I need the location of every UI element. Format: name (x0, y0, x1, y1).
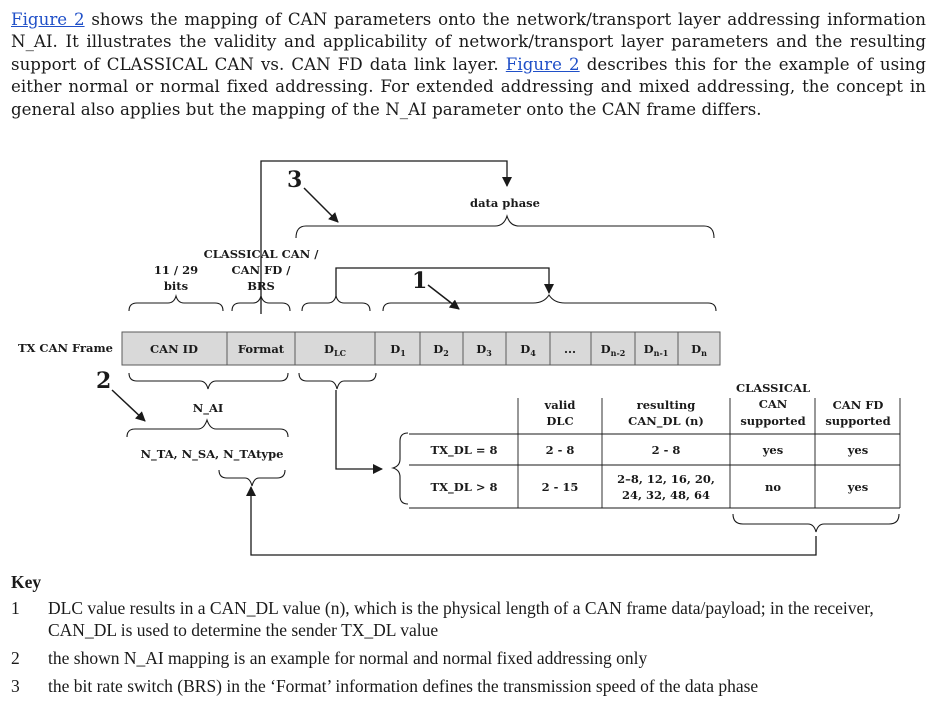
intro-text-2: describes this for the example of using … (11, 54, 926, 119)
data-phase-brace (295, 214, 715, 239)
row2-can-dl-line1: 2–8, 12, 16, 20, (617, 472, 715, 486)
row2-valid-dlc: 2 - 15 (542, 480, 579, 494)
key-item-text: DLC value results in a CAN_DL value (n),… (48, 598, 874, 640)
row2-canfd: yes (847, 480, 868, 494)
figure-2-link[interactable]: Figure 2 (11, 10, 85, 29)
callout-2: 2 (96, 368, 111, 394)
header-canfd-line1: CAN FD (833, 398, 884, 412)
key-item-number: 2 (11, 648, 20, 668)
n-ai-params-label: N_TA, N_SA, N_TAtype (141, 447, 284, 462)
intro-paragraph: Figure 2 shows the mapping of CAN parame… (11, 9, 926, 121)
intro-text-1: shows the mapping of CAN parameters onto… (11, 10, 926, 74)
callout-3-pointer (303, 187, 339, 223)
row1-classical: yes (762, 443, 783, 457)
frame-field-d2: D2 (433, 342, 449, 358)
frame-field-format: Format (238, 342, 285, 356)
frame-field-dlc: DLC (324, 342, 346, 358)
header-canfd-line2: supported (825, 414, 890, 428)
id-bits-label-line2: bits (164, 279, 188, 293)
dlc-to-table-arrow (335, 390, 383, 474)
header-valid-dlc-line2: DLC (546, 414, 573, 428)
header-can-dl-line1: resulting (637, 398, 696, 412)
callout-2-pointer (111, 389, 146, 422)
dlc-arrow (335, 267, 554, 298)
tx-can-frame-label: TX CAN Frame (18, 341, 113, 355)
key-item-number: 3 (11, 676, 20, 696)
key-item-2: 2 the shown N_AI mapping is an example f… (11, 647, 926, 669)
support-feedback-arrow (246, 486, 817, 556)
dlc-table (409, 398, 901, 509)
format-label-line1: CLASSICAL CAN / (204, 247, 320, 261)
key-section: Key 1 DLC value results in a CAN_DL valu… (11, 571, 926, 703)
frame-field-d4: D4 (520, 342, 536, 358)
callout-1: 1 (412, 268, 427, 294)
top-braces (128, 293, 717, 312)
callout-3: 3 (287, 167, 302, 193)
row2-classical: no (765, 480, 781, 494)
row2-can-dl-line2: 24, 32, 48, 64 (622, 488, 710, 502)
format-label-line2: CAN FD / (232, 263, 292, 277)
frame-field-dn: Dn (691, 342, 707, 358)
frame-field-dn-2: Dn-2 (601, 342, 626, 358)
row1-valid-dlc: 2 - 8 (546, 443, 575, 457)
n-ai-label: N_AI (193, 401, 224, 416)
key-item-number: 1 (11, 598, 20, 618)
data-phase-label: data phase (470, 196, 540, 210)
key-item-text: the shown N_AI mapping is an example for… (48, 648, 648, 668)
frame-field-dn-1: Dn-1 (644, 342, 669, 358)
key-item-1: 1 DLC value results in a CAN_DL value (n… (11, 597, 926, 641)
frame-field-ellipsis: ... (564, 342, 576, 356)
frame-field-d3: D3 (476, 342, 492, 358)
key-title: Key (11, 572, 42, 592)
row1-condition: TX_DL = 8 (431, 443, 498, 458)
frame-field-d1: D1 (390, 342, 406, 358)
row2-condition: TX_DL > 8 (431, 480, 498, 495)
data-phase-arrow (260, 160, 512, 314)
header-can-dl-line2: CAN_DL (n) (628, 414, 704, 429)
header-classical-line2: CAN (759, 397, 788, 411)
key-item-3: 3 the bit rate switch (BRS) in the ‘Form… (11, 675, 926, 697)
header-classical-line1: CLASSICAL (736, 381, 810, 395)
can-frame (121, 331, 721, 366)
row1-canfd: yes (847, 443, 868, 457)
format-label-line3: BRS (247, 279, 275, 293)
row1-can-dl: 2 - 8 (652, 443, 681, 457)
id-bits-label-line1: 11 / 29 (154, 263, 198, 277)
header-valid-dlc-line1: valid (544, 398, 576, 412)
key-item-text: the bit rate switch (BRS) in the ‘Format… (48, 676, 759, 696)
header-classical-line3: supported (740, 414, 805, 428)
figure-2-link-second[interactable]: Figure 2 (505, 54, 580, 74)
frame-field-can-id: CAN ID (150, 342, 198, 356)
callout-1-pointer (427, 284, 460, 310)
